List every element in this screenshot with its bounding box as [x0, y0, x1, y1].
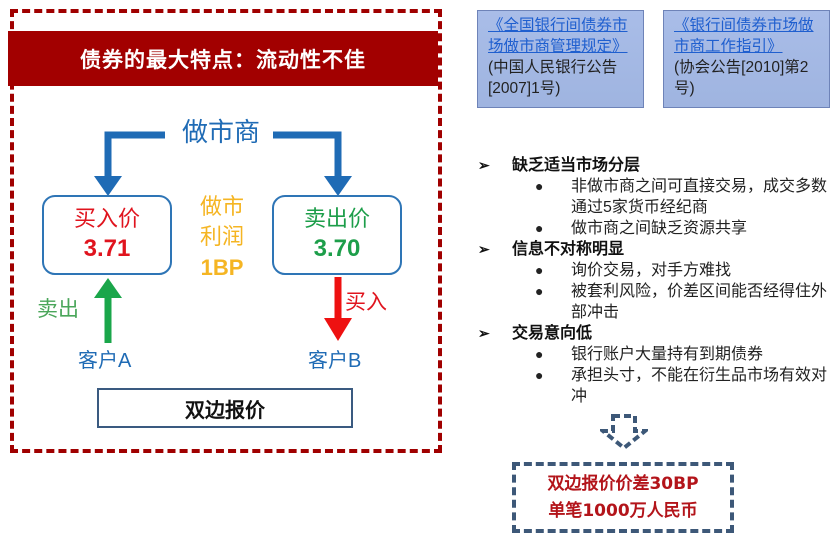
result-line-1: 双边报价价差30BP	[547, 473, 699, 494]
reference-link-1[interactable]: 《全国银行间债券市场做市商管理规定》	[488, 17, 628, 55]
buy-down-arrow-icon	[324, 277, 352, 341]
issue-item: ●被套利风险，价差区间能否经得住外部冲击	[535, 283, 828, 321]
client-a-label: 客户A	[78, 350, 132, 372]
buy-price-label: 买入价	[73, 207, 140, 232]
reference-link-2[interactable]: 《银行间债券市场做市商工作指引》	[674, 17, 814, 55]
dot-bullet-icon: ●	[535, 346, 544, 362]
profit-line-1: 做市	[199, 195, 244, 220]
buy-action-label: 买入	[345, 290, 387, 314]
sell-up-arrow-icon	[94, 278, 122, 343]
issue-item: ●做市商之间缺乏资源共享	[535, 220, 748, 237]
market-making-profit: 做市 利润 1BP	[190, 193, 254, 283]
issue-heading: ➢交易意向低	[478, 325, 593, 342]
reference-note-2: (协会公告[2010]第2号)	[674, 59, 809, 97]
down-arrow-icon	[600, 414, 648, 451]
arrow-bullet-icon: ➢	[478, 157, 490, 173]
left-panel-frame	[10, 9, 442, 453]
issue-heading: ➢缺乏适当市场分层	[478, 157, 641, 174]
dot-bullet-icon: ●	[535, 178, 544, 194]
arrow-bullet-icon: ➢	[478, 325, 490, 341]
result-line-2: 单笔1000万人民币	[548, 500, 698, 521]
issue-heading: ➢信息不对称明显	[478, 241, 625, 258]
issue-item: ●非做市商之间可直接交易，成交多数通过5家货币经纪商	[535, 178, 828, 216]
issue-list: ➢缺乏适当市场分层 ●非做市商之间可直接交易，成交多数通过5家货币经纪商 ●做市…	[478, 155, 828, 407]
sell-price-value: 3.70	[313, 235, 361, 262]
dot-bullet-icon: ●	[535, 367, 544, 383]
buy-price-box: 买入价 3.71	[42, 195, 172, 275]
maker-to-sell-arrow-icon	[273, 131, 352, 196]
flow-arrows	[94, 131, 352, 343]
reference-box-1: 《全国银行间债券市场做市商管理规定》 (中国人民银行公告[2007]1号)	[477, 10, 644, 108]
sell-action-label: 卖出	[37, 297, 79, 321]
sell-price-label: 卖出价	[303, 207, 370, 232]
dot-bullet-icon: ●	[535, 283, 544, 299]
dot-bullet-icon: ●	[535, 220, 544, 236]
maker-to-buy-arrow-icon	[94, 131, 165, 196]
profit-line-2: 利润	[199, 225, 244, 250]
result-box: 双边报价价差30BP 单笔1000万人民币	[512, 462, 734, 533]
issue-item: ●承担头寸，不能在衍生品市场有效对冲	[535, 367, 828, 405]
two-way-quote-box: 双边报价	[97, 388, 353, 428]
market-maker-label: 做市商	[181, 118, 260, 148]
banner-title: 债券的最大特点：流动性不佳	[8, 31, 438, 86]
reference-box-2: 《银行间债券市场做市商工作指引》 (协会公告[2010]第2号)	[663, 10, 830, 108]
issue-item: ●银行账户大量持有到期债券	[535, 346, 764, 363]
sell-price-box: 卖出价 3.70	[272, 195, 402, 275]
reference-note-1: (中国人民银行公告[2007]1号)	[488, 59, 618, 97]
buy-price-value: 3.71	[83, 235, 131, 262]
dot-bullet-icon: ●	[535, 262, 544, 278]
arrow-bullet-icon: ➢	[478, 241, 490, 257]
client-b-label: 客户B	[308, 350, 362, 372]
issue-item: ●询价交易，对手方难找	[535, 262, 732, 279]
profit-value: 1BP	[200, 255, 244, 280]
